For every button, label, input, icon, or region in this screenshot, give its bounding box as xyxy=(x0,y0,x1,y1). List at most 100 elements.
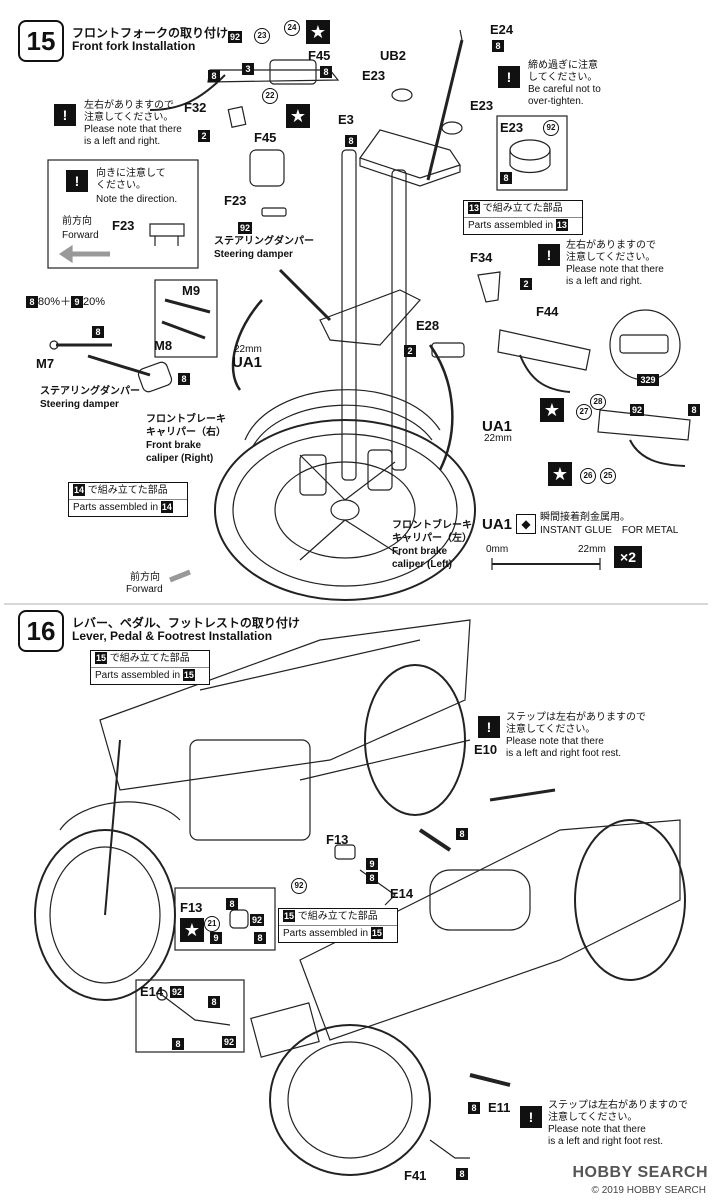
glue-en: INSTANT GLUE FOR METAL xyxy=(540,525,679,536)
part-num-92: 92 xyxy=(238,222,252,234)
step-ref-15: 15 xyxy=(95,652,107,665)
step-note-jp1: ステップは左右がありますので xyxy=(506,712,646,723)
assembled-15-box: 15 で組み立てた部品 Parts assembled in 15 xyxy=(90,650,210,685)
part-f13: F13 xyxy=(326,832,349,847)
assembled-15b-box: 15 で組み立てた部品 Parts assembled in 15 xyxy=(278,908,398,943)
step-15-title-en: Front fork Installation xyxy=(72,39,196,53)
part-num-8: 8 xyxy=(456,1168,468,1180)
part-num-2: 2 xyxy=(520,278,532,290)
star-icon: ★ xyxy=(540,398,564,422)
part-num-92: 92 xyxy=(543,120,559,136)
warning-icon: ! xyxy=(538,244,560,266)
part-num-8: 8 xyxy=(345,135,357,147)
hobby-search-logo: HOBBY SEARCH xyxy=(572,1164,708,1181)
star-icon: ★ xyxy=(180,918,204,942)
step-ref-14: 14 xyxy=(160,501,173,514)
part-num-25: 25 xyxy=(600,468,616,484)
part-num-8: 8 xyxy=(178,373,190,385)
note-dir-jp2: ください。 xyxy=(96,180,146,191)
part-num-8: 8 xyxy=(500,172,512,184)
ratio-a-pct: 80%＋ xyxy=(38,296,72,308)
part-num-8: 8 xyxy=(226,898,238,910)
fbc-right-en2: caliper (Right) xyxy=(146,453,214,464)
part-m8: M8 xyxy=(154,338,173,353)
step-note2-jp2: 注意してください。 xyxy=(548,1112,638,1123)
note-lr2-jp1: 左右がありますので xyxy=(566,240,656,251)
steering-damper2-jp: ステアリングダンパー xyxy=(40,386,140,397)
glue-jp: 瞬間接着剤金属用。 xyxy=(540,512,630,523)
note-lr2-jp2: 注意してください。 xyxy=(566,252,656,263)
part-num-8: 8 xyxy=(254,932,266,944)
forward2-en: Forward xyxy=(126,584,163,595)
steering-damper-jp: ステアリングダンパー xyxy=(214,236,314,247)
step-15-title-jp: フロントフォークの取り付け xyxy=(72,26,229,40)
part-m9: M9 xyxy=(182,283,201,298)
step-ref-15: 15 xyxy=(370,927,383,940)
step-ref-15: 15 xyxy=(283,910,295,923)
quantity-x2: ×2 xyxy=(614,546,642,568)
fbc-left-jp2: キャリパー（左） xyxy=(392,533,472,544)
part-num-8: 8 xyxy=(92,326,104,338)
assembled-13-jp: で組み立てた部品 xyxy=(482,203,563,214)
step-ref-13: 13 xyxy=(468,202,480,215)
part-num-26: 26 xyxy=(580,468,596,484)
part-e23: E23 xyxy=(470,98,494,113)
step-note-en2: is a left and right foot rest. xyxy=(506,748,622,759)
note-tight-en2: over-tighten. xyxy=(528,96,584,107)
part-num-9: 9 xyxy=(210,932,222,944)
note-dir-en: Note the direction. xyxy=(96,194,178,205)
part-num-92: 92 xyxy=(228,31,242,43)
steering-damper-en: Steering damper xyxy=(214,249,293,260)
note-tight-en1: Be careful not to xyxy=(528,84,601,95)
step-ref-14: 14 xyxy=(73,484,85,497)
part-e11: E11 xyxy=(488,1100,511,1115)
steering-damper2-en: Steering damper xyxy=(40,399,119,410)
note-dir-jp1: 向きに注意して xyxy=(96,168,166,179)
part-num-8: 8 xyxy=(320,66,332,78)
fbc-left-jp1: フロントブレーキ xyxy=(392,520,472,531)
ratio-part-b: 9 xyxy=(71,296,84,309)
assembled-15-en: Parts assembled in xyxy=(95,670,181,681)
assembled-14-jp: で組み立てた部品 xyxy=(87,485,168,496)
forward-jp: 前方向 xyxy=(62,216,92,227)
part-e3: E3 xyxy=(338,112,354,127)
assembled-13-box: 13 で組み立てた部品 Parts assembled in 13 xyxy=(463,200,583,235)
part-e23: E23 xyxy=(362,68,386,83)
step-ref-15: 15 xyxy=(182,669,195,682)
step-note-en1: Please note that there xyxy=(506,736,604,747)
glue-diamond-icon: ◆ xyxy=(516,514,536,534)
note-tight-jp1: 締め過ぎに注意 xyxy=(528,60,598,71)
forward-en: Forward xyxy=(62,230,99,241)
warning-icon: ! xyxy=(66,170,88,192)
ua1-size-left: 22mm xyxy=(234,344,262,355)
fbc-right-en1: Front brake xyxy=(146,440,202,451)
forward2-jp: 前方向 xyxy=(130,572,160,583)
part-num-329: 329 xyxy=(637,374,659,386)
part-num-8: 8 xyxy=(208,70,220,82)
assembled-14-en: Parts assembled in xyxy=(73,502,159,513)
assembled-15b-en: Parts assembled in xyxy=(283,928,369,939)
warning-icon: ! xyxy=(498,66,520,88)
part-f34: F34 xyxy=(470,250,493,265)
note-tight-jp2: してください。 xyxy=(528,72,598,83)
fbc-right-jp2: キャリパー（右） xyxy=(146,427,226,438)
part-f45: F45 xyxy=(254,130,277,145)
part-num-8: 8 xyxy=(468,1102,480,1114)
warning-icon: ! xyxy=(54,104,76,126)
step-16-number: 16 xyxy=(18,610,64,652)
part-e24: E24 xyxy=(490,22,514,37)
part-num-3: 3 xyxy=(242,63,254,75)
part-f23-box: F23 xyxy=(112,218,135,233)
part-num-28: 28 xyxy=(590,394,606,410)
part-num-92: 92 xyxy=(222,1036,236,1048)
part-f13-box: F13 xyxy=(180,900,203,915)
part-m7: M7 xyxy=(36,356,55,371)
note-lr2-en1: Please note that there xyxy=(566,264,664,275)
gauge-0mm: 0mm xyxy=(486,544,509,555)
star-icon: ★ xyxy=(306,20,330,44)
note-lr-en1: Please note that there xyxy=(84,124,182,135)
star-icon: ★ xyxy=(548,462,572,486)
part-e14: E14 xyxy=(390,886,414,901)
ua1-size-right: 22mm xyxy=(484,433,512,444)
part-num-8: 8 xyxy=(456,828,468,840)
